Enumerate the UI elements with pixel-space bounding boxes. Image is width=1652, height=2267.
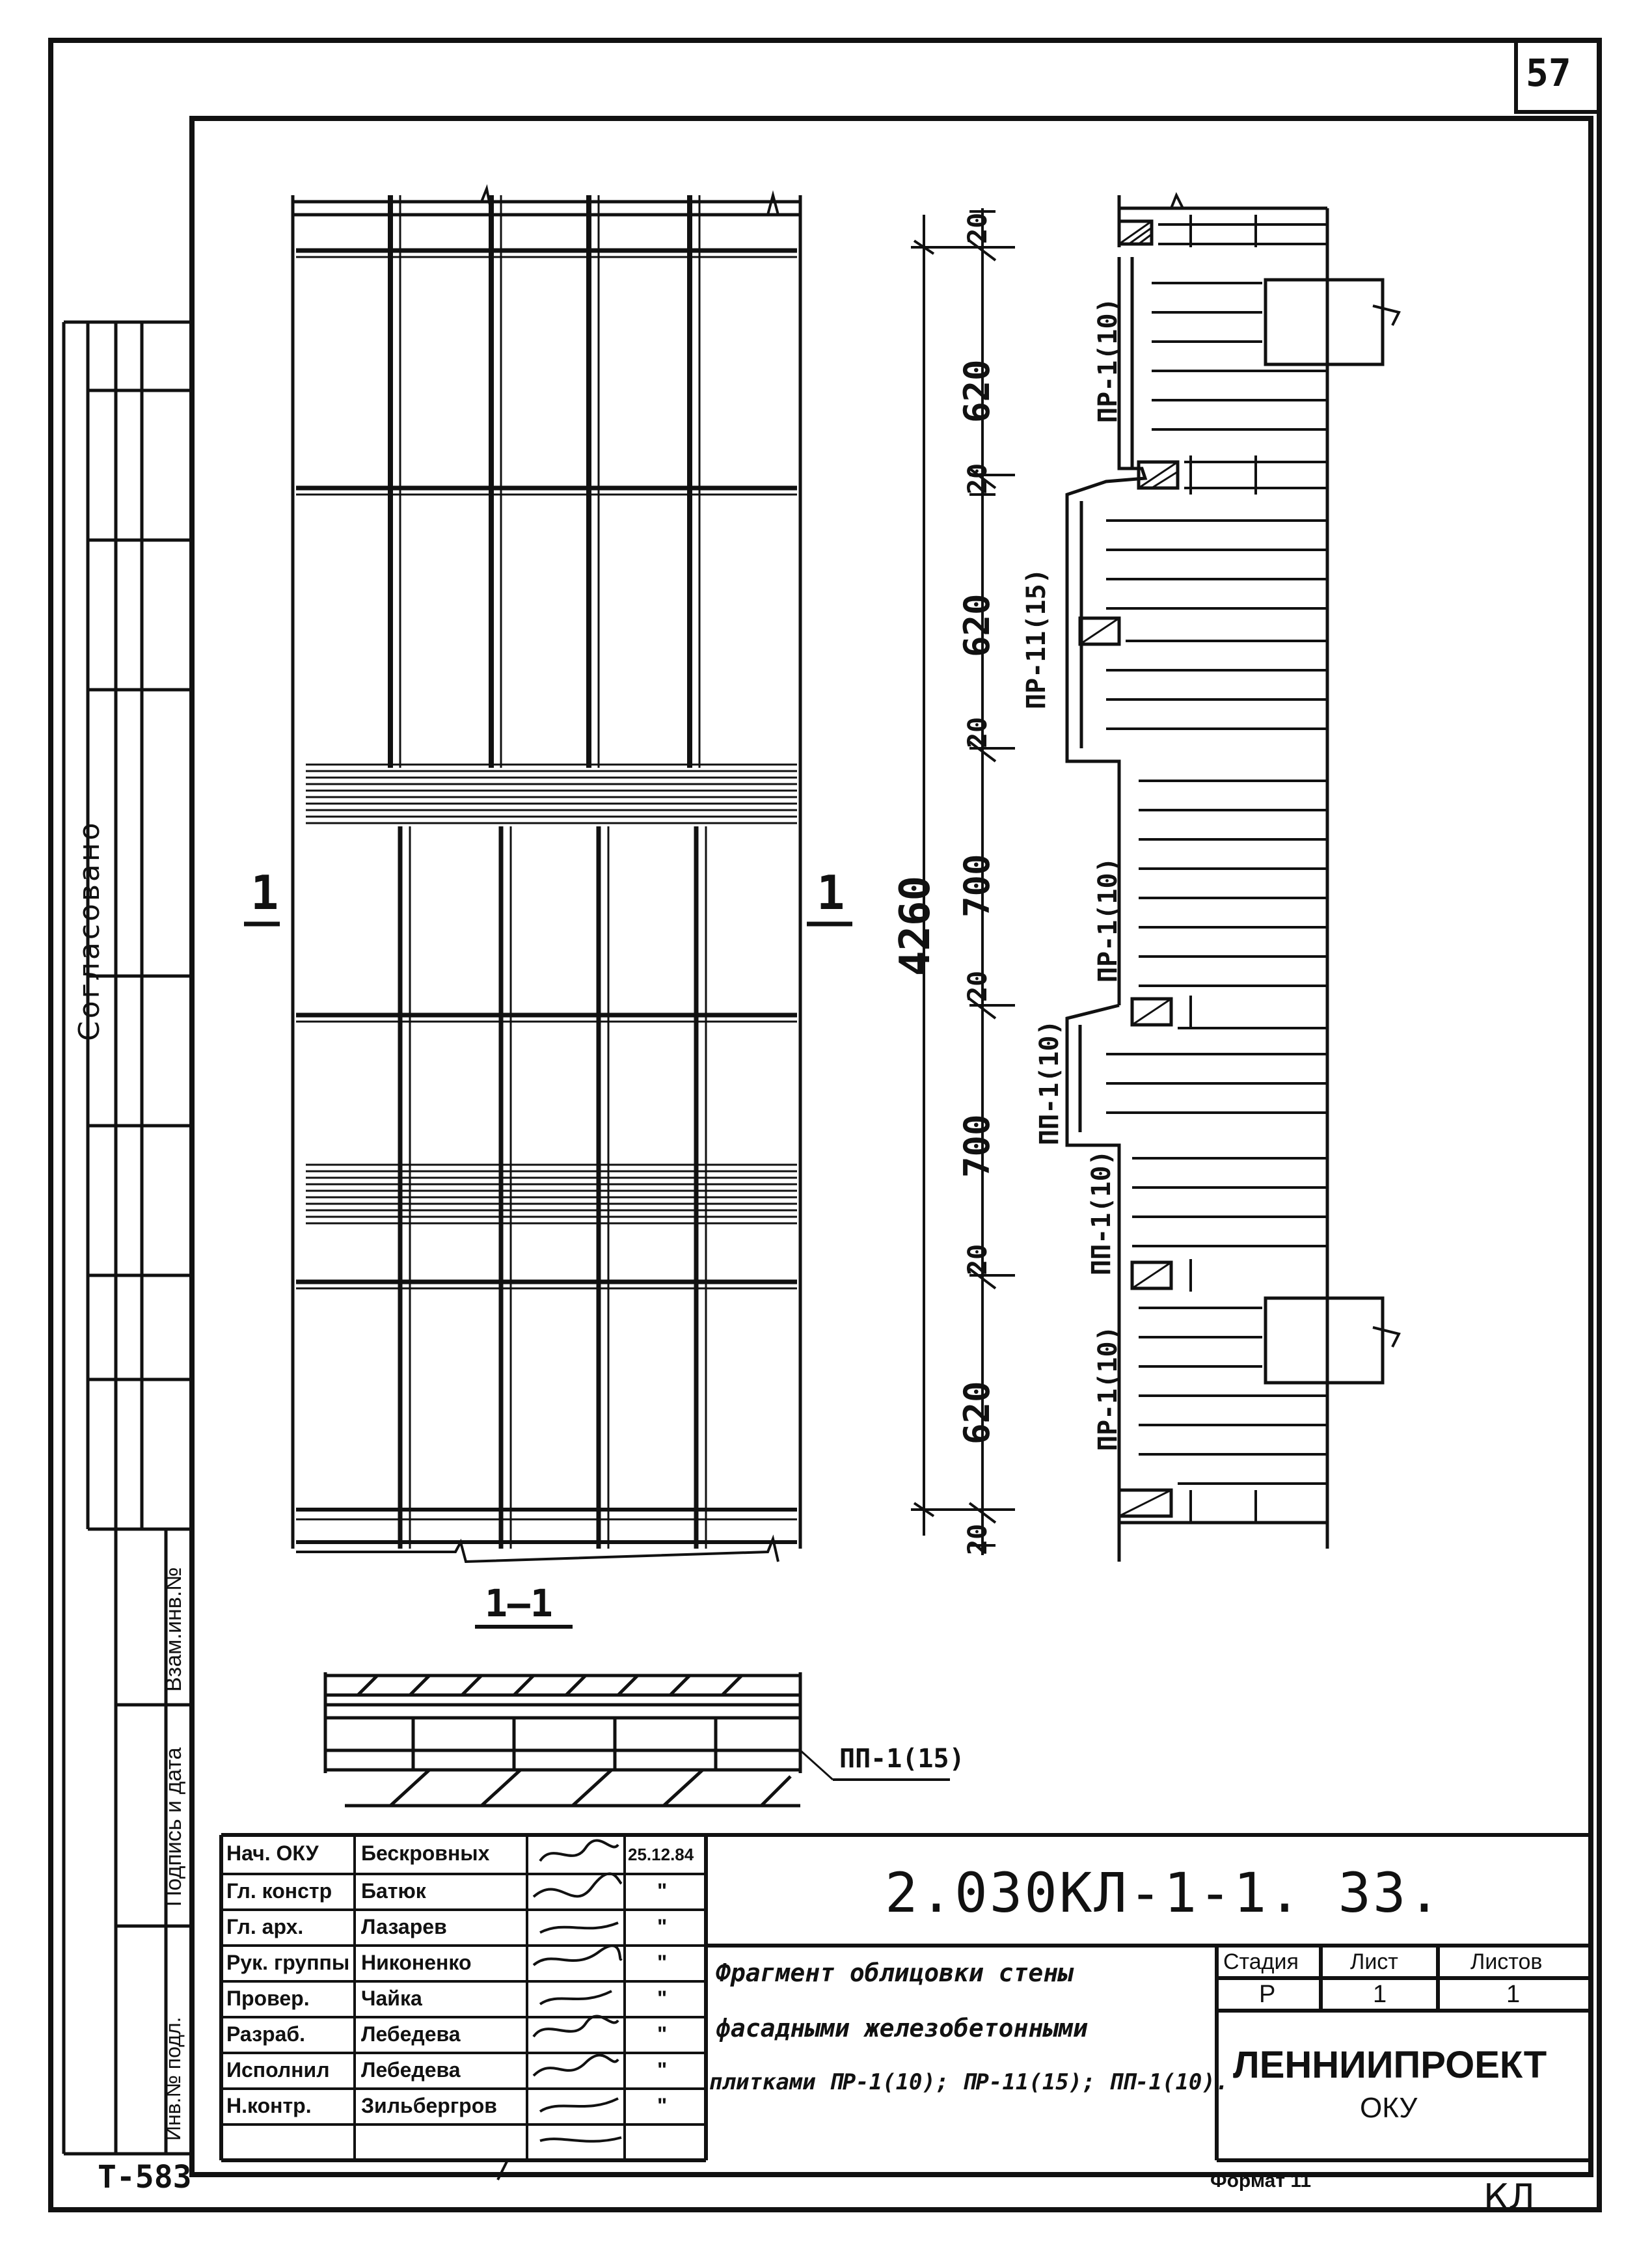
title-line-3: плитками ПР-1(10); ПР-11(15); ПП-1(10).: [709, 2069, 1229, 2095]
role-7: Н.контр.: [226, 2094, 312, 2117]
title-block-rows: [221, 1835, 706, 2160]
role-2: Гл. арх.: [226, 1915, 304, 1938]
facade-elevation: [291, 184, 802, 1564]
panel-label-pr1-top: ПР-1(10): [1093, 297, 1123, 423]
section-1-1: [323, 1625, 950, 1808]
page-number-box: [1514, 38, 1601, 114]
name-6: Лебедева: [361, 2058, 461, 2082]
stage-header: Стадия: [1223, 1949, 1299, 1974]
dimension-4: 20: [963, 716, 993, 748]
wall-section-courses: [1106, 223, 1327, 1485]
panel-label-pr1-bottom: ПР-1(10): [1093, 1325, 1123, 1451]
date-2: ": [657, 1915, 668, 1938]
left-strip-grid: [62, 320, 192, 2156]
overall-dimension: 4260: [891, 875, 940, 976]
signature-date-label: Подпись и дата: [161, 1747, 186, 1907]
sheets-value: 1: [1506, 1981, 1521, 2008]
dimension-10: 20: [963, 1523, 993, 1555]
signatures: [496, 1839, 623, 2180]
role-0: Нач. ОКУ: [226, 1841, 319, 1865]
outer-border: [48, 38, 1602, 2212]
panel-label-pp1-a: ПП-1(10): [1035, 1020, 1064, 1145]
organization-name: ЛЕННИИПРОЕКТ: [1233, 2044, 1547, 2086]
replacement-inv-label: Взам.инв.№: [161, 1567, 186, 1692]
title-block-grid: [219, 1833, 1591, 2162]
name-1: Батюк: [361, 1879, 426, 1903]
section-panel-label: ПП-1(15): [839, 1744, 965, 1774]
original-inv-label: Инв.№ подл.: [161, 2016, 185, 2141]
sheets-header: Листов: [1470, 1949, 1543, 1974]
panel-label-pr1-mid: ПР-1(10): [1093, 857, 1123, 983]
name-0: Бескровных: [361, 1841, 490, 1865]
name-2: Лазарев: [361, 1915, 447, 1938]
section-mark-right: 1: [817, 865, 845, 920]
role-1: Гл. констр: [226, 1879, 332, 1903]
date-0: 25.12.84: [628, 1845, 694, 1864]
page-number: 57: [1526, 51, 1571, 95]
title-line-1: Фрагмент облицовки стены: [716, 1959, 1074, 1987]
document-code: 2.030КЛ-1-1. 33.: [885, 1861, 1443, 1925]
sheet-header: Лист: [1350, 1949, 1398, 1974]
name-7: Зильбергров: [361, 2094, 497, 2117]
sheet-value: 1: [1373, 1981, 1387, 2008]
dimension-0: 20: [963, 212, 993, 244]
department-name: ОКУ: [1360, 2092, 1418, 2124]
name-5: Лебедева: [361, 2022, 461, 2046]
role-4: Провер.: [226, 1987, 310, 2010]
dimension-9: 620: [956, 1381, 997, 1445]
date-6: ": [657, 2058, 668, 2082]
wall-section-vertical-joints: [1189, 215, 1257, 1523]
date-5: ": [657, 2022, 668, 2046]
inner-frame: [189, 116, 1593, 2177]
agreed-label: Согласовано: [73, 820, 106, 1041]
date-7: ": [657, 2094, 668, 2117]
dimension-3: 620: [956, 593, 997, 657]
name-4: Чайка: [361, 1987, 422, 2010]
ribbed-band-upper: [306, 763, 797, 824]
stage-value: Р: [1259, 1981, 1276, 2008]
corner-mark: КЛ: [1483, 2177, 1535, 2218]
name-3: Никоненко: [361, 1951, 472, 1974]
wall-section: [1065, 192, 1401, 1562]
panel-label-pr11: ПР-11(15): [1022, 568, 1051, 709]
role-5: Разраб.: [226, 2022, 306, 2046]
dimension-5: 700: [956, 854, 997, 917]
inventory-number: Т-583: [98, 2159, 192, 2195]
dimension-1: 620: [956, 359, 997, 423]
role-6: Исполнил: [226, 2058, 330, 2082]
section-title: 1—1: [485, 1581, 553, 1625]
format-label: Формат 11: [1210, 2170, 1312, 2192]
dimension-8: 20: [963, 1243, 993, 1275]
date-1: ": [657, 1879, 668, 1903]
section-mark-left: 1: [251, 865, 279, 920]
date-4: ": [657, 1987, 668, 2010]
role-3: Рук. группы: [226, 1951, 350, 1974]
dimension-chain: [911, 208, 1015, 1555]
panel-label-pp1-b: ПП-1(10): [1087, 1150, 1117, 1275]
date-3: ": [657, 1951, 668, 1974]
ribbed-band-lower: [306, 1163, 797, 1225]
dimension-2: 20: [963, 463, 993, 495]
title-line-2: фасадными железобетонными: [716, 2014, 1088, 2043]
dimension-7: 700: [956, 1114, 997, 1178]
dimension-6: 20: [963, 970, 993, 1002]
